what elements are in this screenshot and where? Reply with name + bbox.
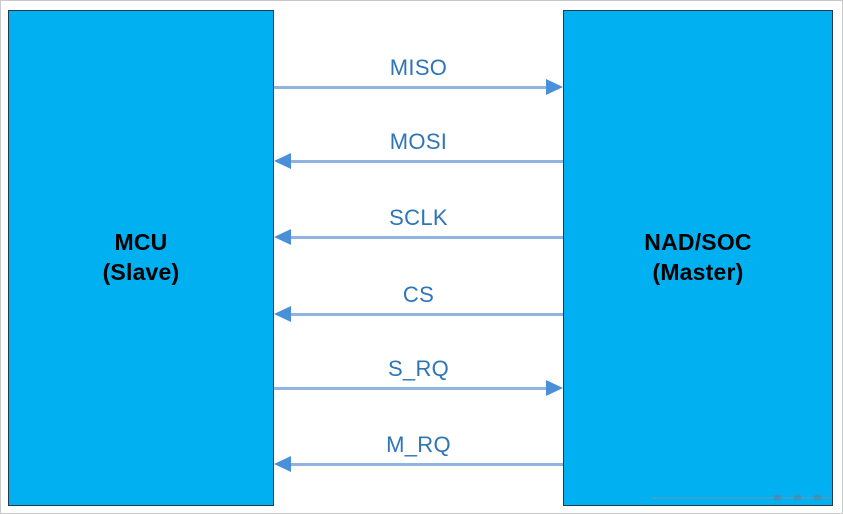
arrow-shaft (274, 387, 548, 390)
selection-handle-icon (814, 495, 821, 500)
node-mcu[interactable]: MCU (Slave) (8, 10, 274, 506)
signal-label-s-rq: S_RQ (387, 356, 450, 381)
node-nad-title: NAD/SOC (644, 229, 752, 256)
arrow-head-right-icon (546, 79, 563, 95)
signal-label-sclk: SCLK (389, 205, 448, 230)
selection-artifact-line (651, 497, 831, 499)
signal-label-mosi: MOSI (389, 129, 448, 154)
arrow-shaft (289, 236, 563, 239)
arrow-shaft (289, 160, 563, 163)
signal-label-cs: CS (402, 282, 435, 307)
node-mcu-title: MCU (114, 229, 168, 256)
arrow-head-left-icon (274, 229, 291, 245)
arrow-head-left-icon (274, 456, 291, 472)
arrow-shaft (289, 463, 563, 466)
arrow-head-right-icon (546, 380, 563, 396)
signal-label-miso: MISO (389, 55, 448, 80)
selection-handle-icon (774, 495, 781, 500)
node-nad[interactable]: NAD/SOC (Master) (563, 10, 833, 506)
arrow-shaft (289, 313, 563, 316)
arrow-head-left-icon (274, 306, 291, 322)
arrow-head-left-icon (274, 153, 291, 169)
node-nad-role: (Master) (652, 259, 744, 285)
node-mcu-role: (Slave) (102, 259, 180, 285)
selection-handle-icon (794, 495, 801, 500)
signal-label-m-rq: M_RQ (386, 432, 451, 457)
arrow-shaft (274, 86, 548, 89)
